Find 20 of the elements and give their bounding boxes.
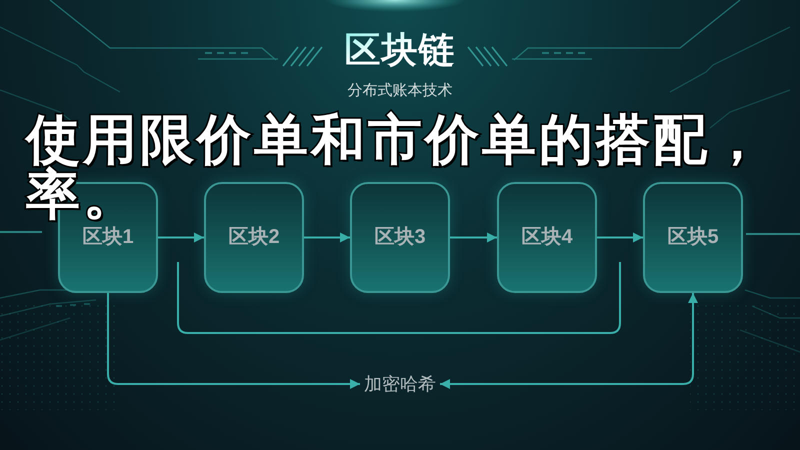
double-arrow [440,293,698,389]
arrow [158,232,204,242]
arrow [597,232,643,242]
arrow [450,232,497,242]
title: 区块链 [344,32,456,68]
block-label: 区块4 [521,225,573,250]
overlay-caption: 使用限价单和市价单的搭配， [26,113,767,167]
block-label: 区块3 [374,225,426,250]
overlay-caption: 率。 [26,168,140,222]
block-box [497,182,597,293]
arrow [107,293,360,389]
block-label: 区块2 [228,225,280,250]
text-label: 加密哈希 [360,371,440,397]
block-label: 区块5 [667,225,719,250]
block-box [643,182,743,293]
subtitle: 分布式账本技术 [348,82,452,101]
block-box [350,182,450,293]
arrow [304,232,350,242]
block-label: 区块1 [82,225,134,250]
block-box [204,182,304,293]
